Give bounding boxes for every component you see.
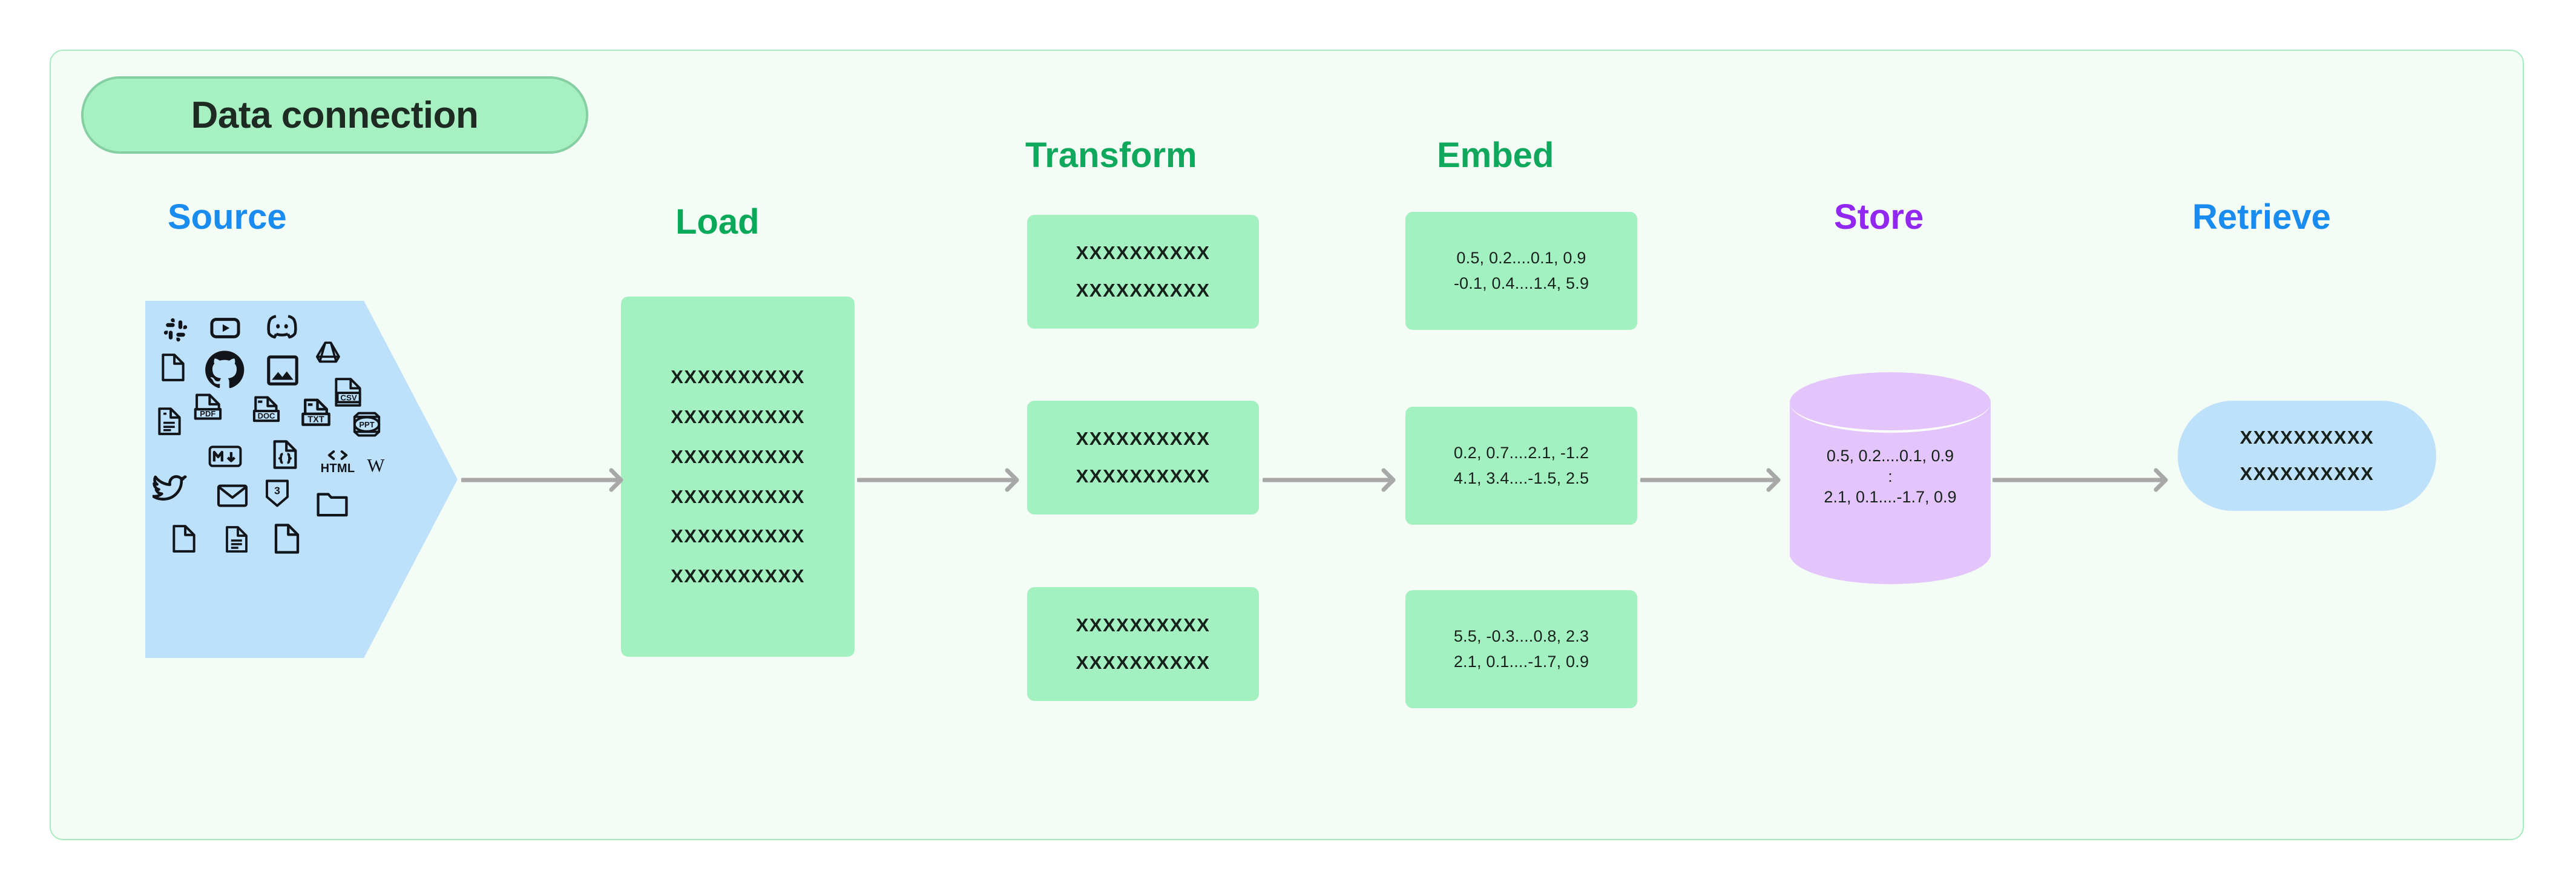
load-line: XXXXXXXXXX — [671, 485, 805, 507]
stage-heading-transform: Transform — [1025, 136, 1197, 175]
store-text: 0.5, 0.2....0.1, 0.9 : 2.1, 0.1....-1.7,… — [1790, 444, 1991, 510]
store-line: 0.5, 0.2....0.1, 0.9 — [1826, 447, 1954, 465]
discord-icon — [264, 309, 300, 344]
transform-line: XXXXXXXXXX — [1076, 614, 1211, 636]
svg-text:DOC: DOC — [258, 411, 275, 420]
google-drive-icon — [313, 338, 343, 368]
embed-line: 0.5, 0.2....0.1, 0.9 — [1456, 248, 1586, 267]
embed-vector-card: 0.2, 0.7....2.1, -1.2 4.1, 3.4....-1.5, … — [1405, 407, 1637, 525]
email-icon — [215, 482, 249, 509]
svg-text:PPT: PPT — [359, 420, 374, 429]
stage-heading-store: Store — [1834, 197, 1924, 237]
embed-line: 2.1, 0.1....-1.7, 0.9 — [1453, 652, 1589, 671]
badge-label: Data connection — [191, 94, 479, 136]
svg-text:TXT: TXT — [307, 415, 324, 425]
file-blank-icon — [159, 350, 188, 384]
stage-heading-load: Load — [675, 202, 760, 242]
cylinder-top — [1790, 372, 1991, 433]
store-line: : — [1888, 467, 1893, 486]
transform-line: XXXXXXXXXX — [1076, 428, 1211, 449]
doc-file-icon: DOC — [249, 394, 283, 428]
embed-line: 4.1, 3.4....-1.5, 2.5 — [1453, 469, 1589, 487]
retrieve-card: XXXXXXXXXX XXXXXXXXXX — [2178, 401, 2436, 511]
embed-vector-card: 5.5, -0.3....0.8, 2.3 2.1, 0.1....-1.7, … — [1405, 590, 1637, 708]
load-line: XXXXXXXXXX — [671, 565, 805, 587]
document-lines-icon — [155, 405, 184, 438]
slack-icon — [160, 314, 191, 346]
retrieve-line: XXXXXXXXXX — [2239, 426, 2374, 448]
svg-text:PDF: PDF — [200, 409, 215, 418]
pdf-file-icon: PDF — [191, 392, 225, 426]
load-line: XXXXXXXXXX — [671, 406, 805, 428]
twitter-icon — [151, 472, 189, 503]
stage-heading-source: Source — [168, 197, 287, 237]
arrow-transform-to-embed — [1263, 466, 1403, 494]
css3-icon: 3 — [263, 478, 292, 509]
load-line: XXXXXXXXXX — [671, 525, 805, 547]
arrow-load-to-transform — [857, 466, 1027, 494]
embed-vector-card: 0.5, 0.2....0.1, 0.9 -0.1, 0.4....1.4, 5… — [1405, 212, 1637, 330]
arrow-store-to-retrieve — [1993, 466, 2175, 494]
embed-line: -0.1, 0.4....1.4, 5.9 — [1453, 274, 1589, 292]
svg-text:CSV: CSV — [340, 393, 356, 403]
wikipedia-icon: W — [362, 452, 390, 478]
store-line: 2.1, 0.1....-1.7, 0.9 — [1824, 488, 1957, 507]
transform-line: XXXXXXXXXX — [1076, 280, 1211, 301]
image-icon — [264, 352, 301, 389]
embed-line: 0.2, 0.7....2.1, -1.2 — [1453, 443, 1589, 462]
svg-text:3: 3 — [274, 484, 280, 496]
youtube-icon — [208, 311, 243, 346]
github-icon — [202, 347, 248, 393]
retrieve-line: XXXXXXXXXX — [2239, 463, 2374, 484]
transform-line: XXXXXXXXXX — [1076, 652, 1211, 673]
markdown-icon — [207, 444, 243, 469]
transform-line: XXXXXXXXXX — [1076, 465, 1211, 487]
transform-line: XXXXXXXXXX — [1076, 242, 1211, 263]
stage-heading-embed: Embed — [1437, 136, 1554, 175]
load-line: XXXXXXXXXX — [671, 366, 805, 388]
document-lines-icon-2 — [223, 524, 251, 555]
html-icon: HTML — [320, 447, 356, 478]
csv-file-icon: CSV — [332, 375, 364, 410]
data-connection-badge: Data connection — [81, 76, 588, 154]
svg-text:W: W — [367, 455, 385, 476]
transform-chunk-card: XXXXXXXXXX XXXXXXXXXX — [1027, 401, 1259, 515]
load-line: XXXXXXXXXX — [671, 446, 805, 467]
store-cylinder: 0.5, 0.2....0.1, 0.9 : 2.1, 0.1....-1.7,… — [1790, 372, 1991, 587]
data-connection-panel — [50, 50, 2524, 840]
embed-line: 5.5, -0.3....0.8, 2.3 — [1453, 626, 1589, 645]
load-card: XXXXXXXXXX XXXXXXXXXX XXXXXXXXXX XXXXXXX… — [621, 297, 855, 657]
json-file-icon — [270, 438, 300, 472]
file-blank-icon-2 — [169, 522, 199, 555]
file-blank-icon-3 — [271, 521, 303, 556]
folder-icon — [315, 488, 350, 519]
transform-chunk-card: XXXXXXXXXX XXXXXXXXXX — [1027, 587, 1259, 701]
stage-heading-retrieve: Retrieve — [2192, 197, 2331, 237]
ppt-file-icon: PPT — [349, 409, 384, 440]
transform-chunk-card: XXXXXXXXXX XXXXXXXXXX — [1027, 215, 1259, 329]
arrow-embed-to-store — [1640, 466, 1788, 494]
txt-file-icon: TXT — [298, 396, 334, 433]
arrow-source-to-load — [461, 466, 631, 494]
